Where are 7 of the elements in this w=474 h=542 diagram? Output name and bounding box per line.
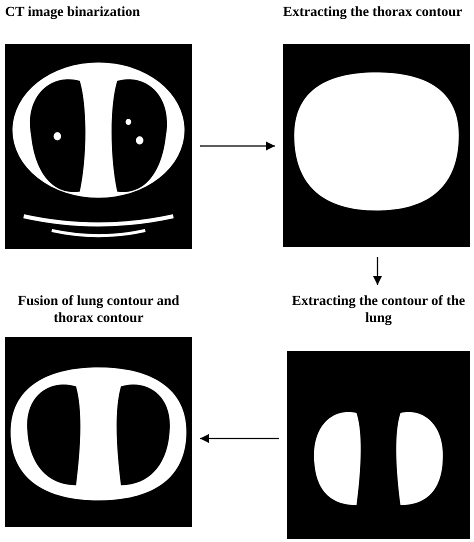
- panel-title: Extracting the thorax contour: [283, 4, 462, 21]
- arrow: [372, 257, 382, 285]
- panel-title: Fusion of lung contour and thorax contour: [16, 293, 180, 327]
- arrow: [200, 434, 279, 444]
- panel-title: CT image binarization: [5, 4, 140, 21]
- arrow: [200, 141, 275, 151]
- panel-title: Extracting the contour of the lung: [290, 293, 466, 327]
